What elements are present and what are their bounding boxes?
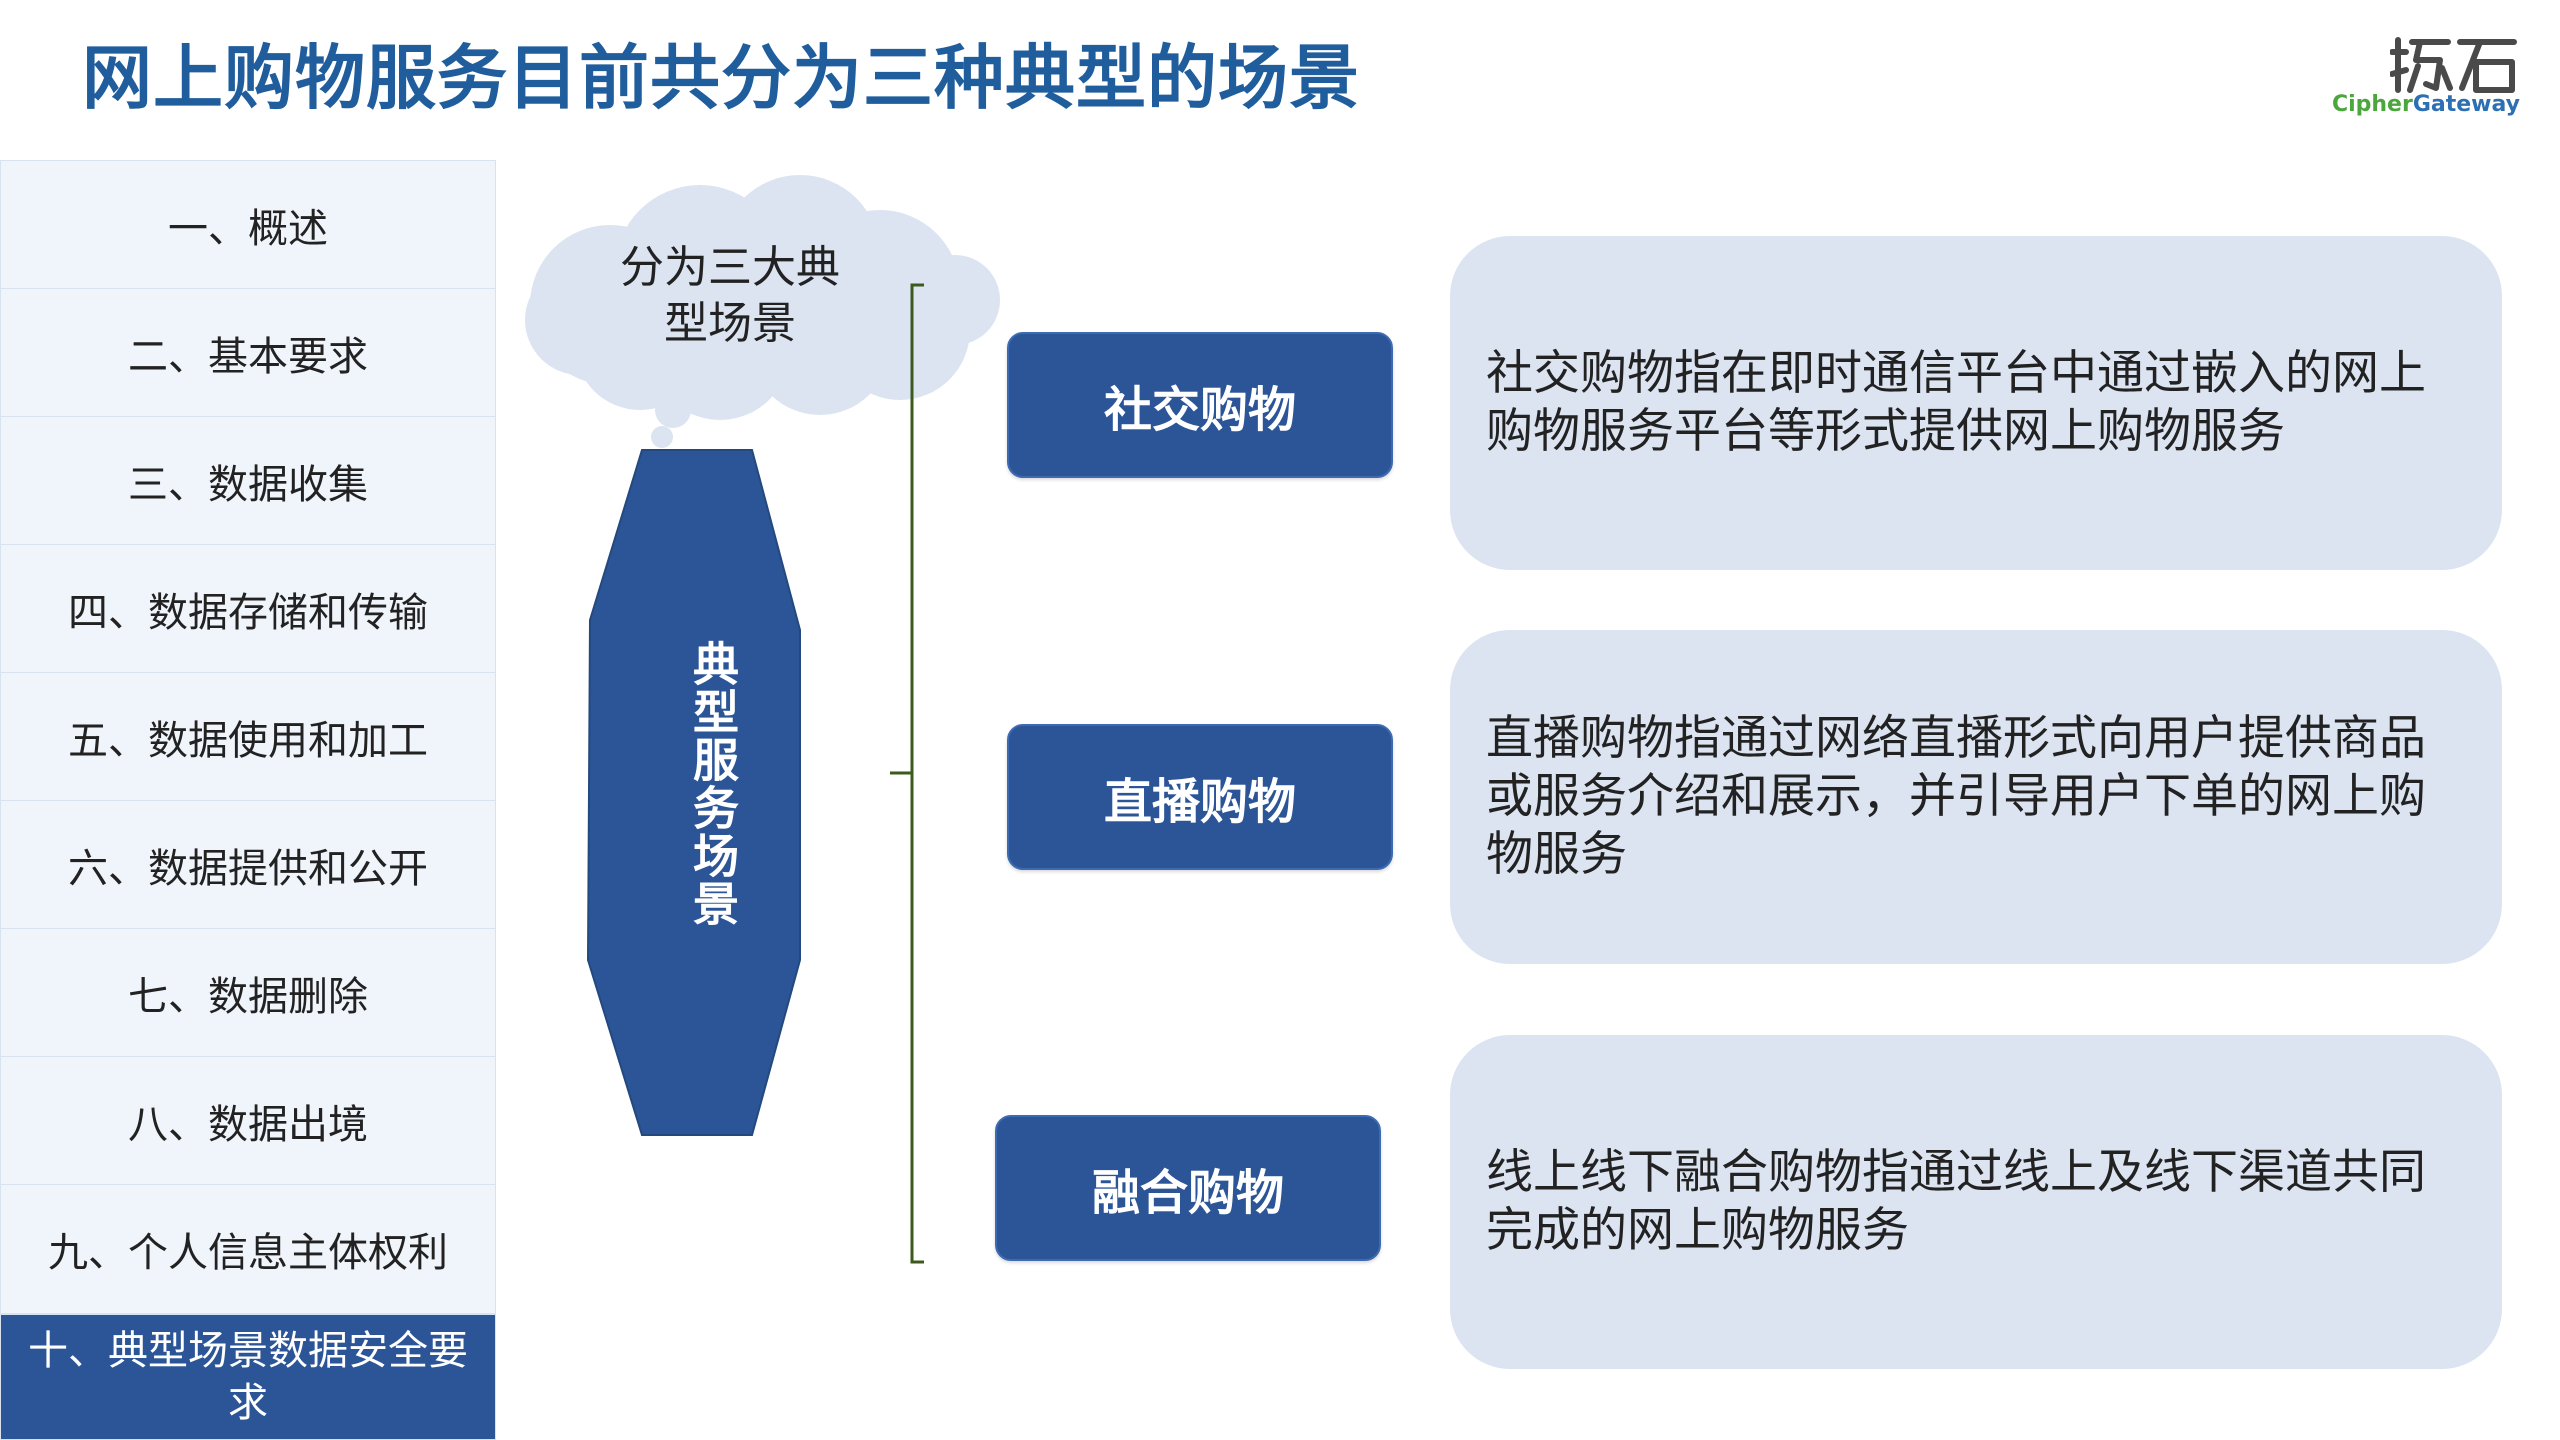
sidebar-item-storage-transfer[interactable]: 四、数据存储和传输 xyxy=(0,544,496,674)
logo-wordmark: CipherGateway xyxy=(2331,92,2520,117)
main-hexagon xyxy=(586,449,801,1136)
sidebar-item-label: 十、典型场景数据安全要求 xyxy=(28,1328,468,1426)
sidebar-item-overview[interactable]: 一、概述 xyxy=(0,160,496,290)
sidebar-item-subject-rights[interactable]: 九、个人信息主体权利 xyxy=(0,1184,496,1314)
brand-logo: CipherGateway xyxy=(2332,30,2530,130)
sidebar-item-data-collection[interactable]: 三、数据收集 xyxy=(0,416,496,546)
scene-live-shopping[interactable]: 直播购物 xyxy=(1007,724,1393,870)
logo-mark-icon xyxy=(2390,37,2517,93)
sidebar-item-basic-requirements[interactable]: 二、基本要求 xyxy=(0,288,496,418)
thought-cloud xyxy=(525,175,1000,448)
sidebar-nav: 一、概述 二、基本要求 三、数据收集 四、数据存储和传输 五、数据使用和加工 六… xyxy=(0,160,498,1440)
page-title: 网上购物服务目前共分为三种典型的场景 xyxy=(82,37,1360,119)
description-box-omni: 线上线下融合购物指通过线上及线下渠道共同完成的网上购物服务 xyxy=(1450,1035,2502,1369)
scene-omni-shopping[interactable]: 融合购物 xyxy=(995,1115,1381,1261)
sidebar-item-label: 三、数据收集 xyxy=(128,462,368,508)
cloud-label: 分为三大典型场景 xyxy=(620,242,840,349)
sidebar-item-label: 九、个人信息主体权利 xyxy=(48,1230,448,1276)
bracket xyxy=(890,283,924,1264)
sidebar-item-label: 六、数据提供和公开 xyxy=(68,846,428,892)
sidebar-item-typical-scenarios[interactable]: 十、典型场景数据安全要求 xyxy=(0,1314,496,1440)
main-hexagon-label: 典型服务场景 xyxy=(686,640,740,928)
sidebar-item-provision-disclosure[interactable]: 六、数据提供和公开 xyxy=(0,800,496,930)
sidebar-item-label: 七、数据删除 xyxy=(128,974,368,1020)
description-box-social: 社交购物指在即时通信平台中通过嵌入的网上购物服务平台等形式提供网上购物服务 xyxy=(1450,236,2502,570)
sidebar-item-use-processing[interactable]: 五、数据使用和加工 xyxy=(0,672,496,802)
scene-social-shopping[interactable]: 社交购物 xyxy=(1007,332,1393,478)
sidebar-item-label: 八、数据出境 xyxy=(128,1102,368,1148)
sidebar-item-label: 二、基本要求 xyxy=(128,334,368,380)
sidebar-item-deletion[interactable]: 七、数据删除 xyxy=(0,928,496,1058)
sidebar-item-label: 四、数据存储和传输 xyxy=(68,590,428,636)
sidebar-item-label: 一、概述 xyxy=(168,206,328,252)
description-box-live: 直播购物指通过网络直播形式向用户提供商品或服务介绍和展示，并引导用户下单的网上购… xyxy=(1450,630,2502,964)
sidebar-item-label: 五、数据使用和加工 xyxy=(68,718,428,764)
sidebar-item-cross-border[interactable]: 八、数据出境 xyxy=(0,1056,496,1186)
